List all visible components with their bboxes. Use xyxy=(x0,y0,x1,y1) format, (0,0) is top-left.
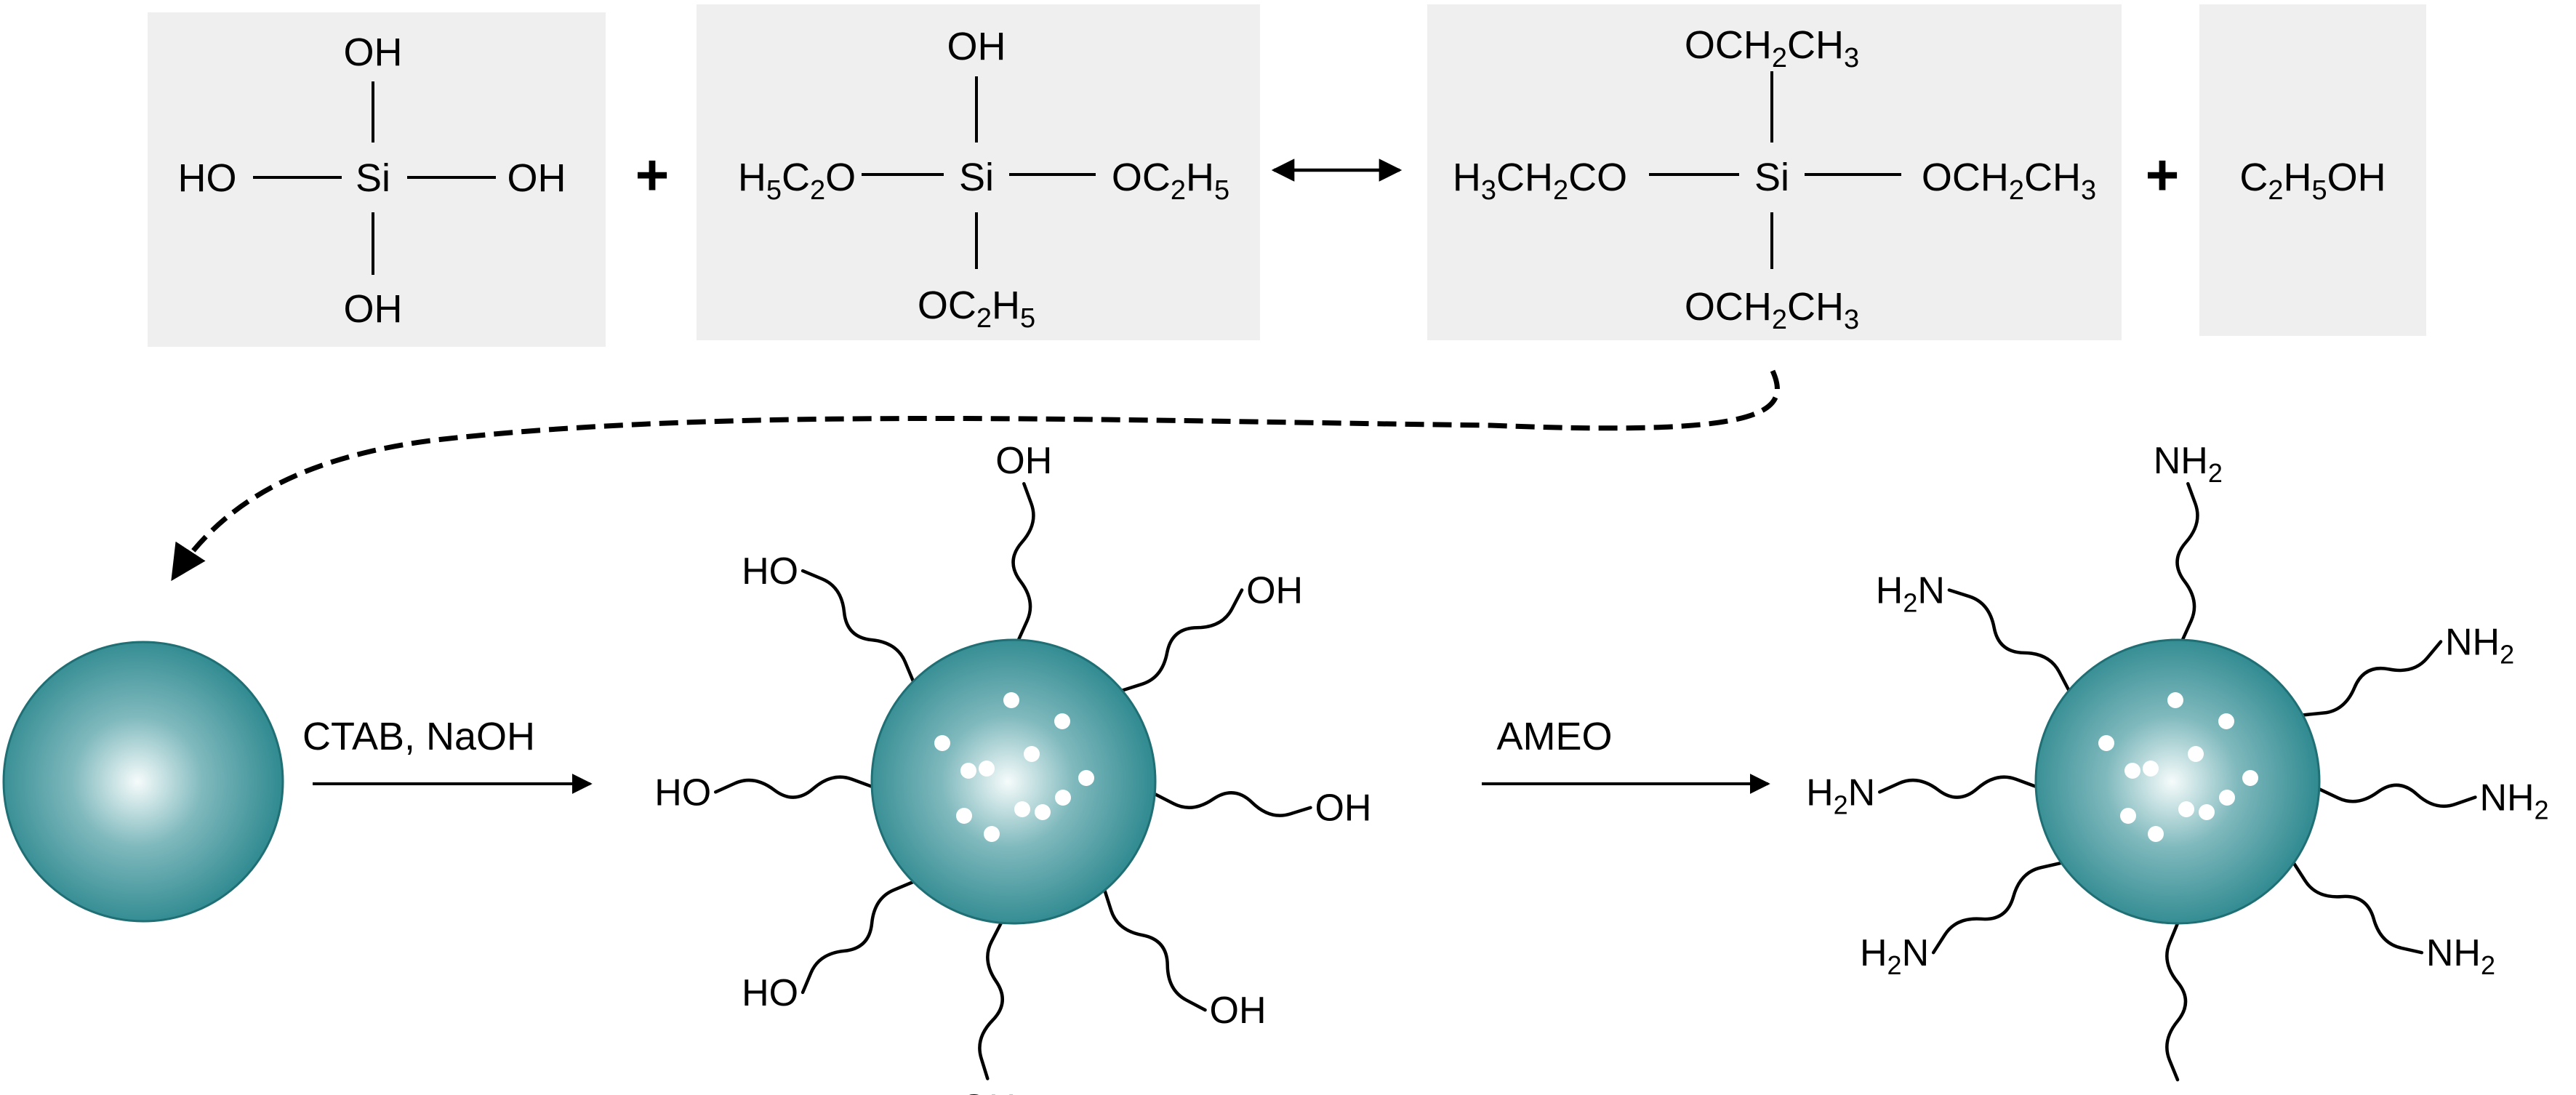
pore-dot xyxy=(1078,770,1094,786)
amine-label: H2N xyxy=(1860,932,1929,980)
pore-dot xyxy=(2143,761,2159,777)
pore-dot xyxy=(2124,763,2140,779)
linker-chain xyxy=(1947,588,2071,692)
ethoxy-top-label: OCH2CH3 xyxy=(1685,23,1859,73)
ethoxy-left-label: H5C2O xyxy=(738,156,856,206)
hydroxyl-label: HO xyxy=(742,550,798,593)
silica-sphere-icon xyxy=(2,641,284,923)
si-atom-label: Si xyxy=(1754,156,1789,199)
hydroxyl-label: OH xyxy=(959,1087,1016,1095)
linker-chain xyxy=(1878,775,2038,799)
hydroxyl-label: OH xyxy=(1246,569,1303,611)
amine-label: NH2 xyxy=(2426,932,2495,980)
linker-chain xyxy=(1153,791,1312,817)
linker-chain xyxy=(2175,482,2199,642)
amine-label: H2N xyxy=(1806,771,1875,819)
linker-chain xyxy=(1931,861,2063,955)
pore-dot xyxy=(984,826,1000,842)
linker-chain xyxy=(1011,482,1035,642)
teos-box xyxy=(697,4,1260,340)
ethoxy-right-label: OC2H5 xyxy=(1112,156,1229,206)
ethoxy-bottom-label: OC2H5 xyxy=(918,284,1035,334)
hydroxyl-top-label: OH xyxy=(947,25,1006,68)
pore-dot xyxy=(960,763,976,779)
linker-chain xyxy=(1103,889,1207,1012)
amine-label: H2N xyxy=(1876,569,1945,617)
ethyl-silicate-structure: Si OCH2CH3 H3CH2CO OCH2CH3 OCH2CH3 xyxy=(1453,23,2096,335)
pore-dot xyxy=(956,808,972,824)
amine-label: NH2 xyxy=(2445,622,2514,670)
pore-dot xyxy=(2167,692,2183,708)
plus-sign: + xyxy=(635,143,670,207)
linker-chain xyxy=(978,921,1004,1080)
pore-dot xyxy=(1035,804,1051,820)
linker-chain xyxy=(2300,640,2443,717)
hydroxyl-left-label: HO xyxy=(178,156,237,200)
amine-label: NH2 xyxy=(2154,440,2223,488)
hydroxyl-label: OH xyxy=(995,440,1052,482)
hydroxyl-label: OH xyxy=(1210,990,1267,1032)
silica-core xyxy=(2034,638,2321,925)
linker-chain xyxy=(801,569,915,683)
pore-dot xyxy=(1024,746,1040,762)
linker-chain xyxy=(2317,783,2477,809)
si-atom-label: Si xyxy=(356,156,390,200)
hydroxyl-bottom-label: OH xyxy=(344,287,403,331)
pore-dot xyxy=(1054,713,1070,729)
pore-dot xyxy=(934,735,950,751)
linker-chain xyxy=(2165,921,2188,1082)
pore-dot xyxy=(1003,692,1019,708)
step2-label: AMEO xyxy=(1496,715,1612,758)
teos-structure: Si OH H5C2O OC2H5 OC2H5 xyxy=(738,25,1229,334)
pore-dot xyxy=(979,761,995,777)
ethanol-label: C2H5OH xyxy=(2239,156,2386,206)
ethoxy-right-label: OCH2CH3 xyxy=(1922,156,2096,206)
step1-label: CTAB, NaOH xyxy=(302,715,535,758)
linker-chain xyxy=(2292,861,2424,955)
pore-dot xyxy=(2199,804,2215,820)
amine-label: NH2 xyxy=(2479,777,2548,825)
ethyl-silicate-box xyxy=(1427,4,2122,340)
pore-dot xyxy=(2120,808,2136,824)
linker-chain xyxy=(1120,588,1244,692)
pore-dot xyxy=(2148,826,2164,842)
silica-core xyxy=(870,638,1157,925)
mesoporous-silica-oh-icon: OH OH HO OH HO OH HO OH xyxy=(654,440,1371,1095)
ethoxy-left-label: H3CH2CO xyxy=(1453,156,1627,206)
pore-dot xyxy=(1014,801,1030,817)
pore-dot xyxy=(2188,746,2204,762)
mesoporous-silica-nh2-icon: NH2NH2H2NNH2H2NNH2H2NNH2 xyxy=(1806,440,2548,1095)
pore-dot xyxy=(2218,713,2234,729)
dashed-curved-arrow-icon xyxy=(171,369,1780,582)
ethanol-box xyxy=(2199,4,2426,336)
plus-sign: + xyxy=(2146,143,2180,207)
hydroxyl-top-label: OH xyxy=(344,31,403,74)
linker-chain xyxy=(714,775,874,799)
hydroxyl-label: OH xyxy=(1315,787,1371,830)
linker-chain xyxy=(801,880,915,995)
pore-dot xyxy=(1055,790,1071,806)
silicic-acid-structure: Si OH HO OH OH xyxy=(178,31,566,331)
hydroxyl-label: HO xyxy=(742,972,798,1014)
pore-dot xyxy=(2098,735,2114,751)
amine-label: NH2 xyxy=(2143,1088,2212,1095)
si-atom-label: Si xyxy=(959,156,994,199)
hydroxyl-label: HO xyxy=(654,771,711,814)
pore-dot xyxy=(2178,801,2194,817)
hydroxyl-right-label: OH xyxy=(507,156,566,200)
pore-dot xyxy=(2242,770,2258,786)
ethoxy-bottom-label: OCH2CH3 xyxy=(1685,285,1859,335)
silicic-acid-box xyxy=(148,12,606,347)
pore-dot xyxy=(2219,790,2235,806)
